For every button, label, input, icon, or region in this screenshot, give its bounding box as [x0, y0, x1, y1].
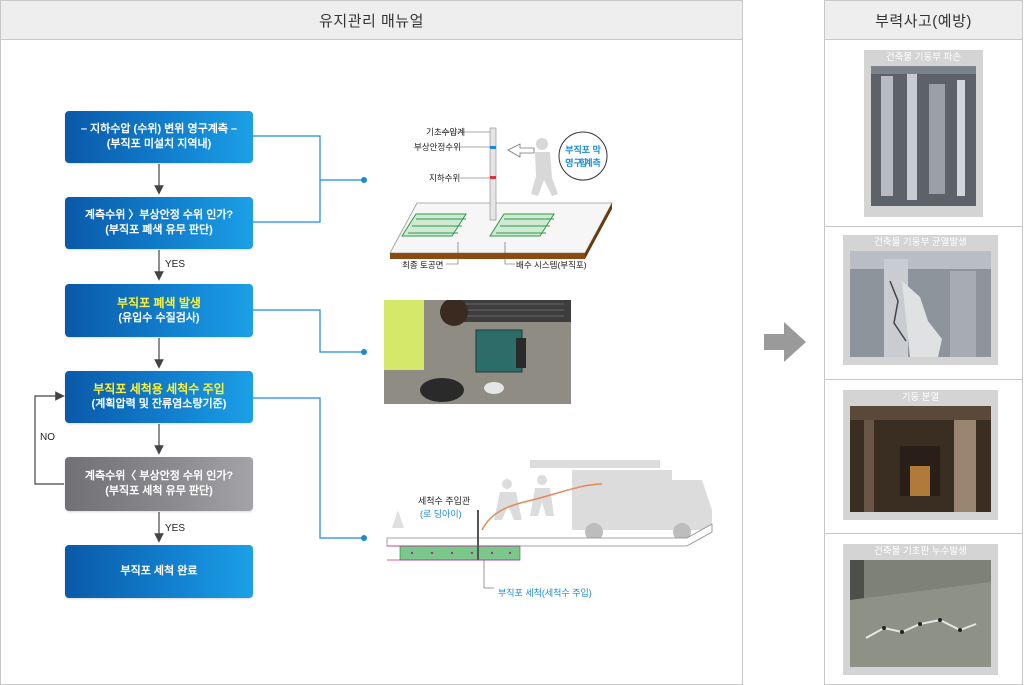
- injection-pipe-sublabel: (로 딩아이): [420, 509, 462, 519]
- fabric-wash-label: 부직포 세척(세척수 주입): [498, 588, 592, 598]
- yes-label-2: YES: [165, 523, 186, 534]
- side-divider-1: [824, 226, 1023, 227]
- side-card-caption-2: 건축물 기둥부 균열발생: [874, 237, 967, 248]
- drain-label: 배수 시스템(부직포): [516, 260, 587, 270]
- column-damage-photo: [871, 66, 976, 206]
- step3-title: 부직포 폐색 발생: [117, 295, 201, 310]
- side-card-caption-4: 건축물 기초판 누수발생: [874, 546, 967, 557]
- side-card-column-damage: 건축물 기둥부 파손: [864, 50, 983, 217]
- bubble-line2: 영구 계측: [565, 158, 601, 168]
- step2-title: 계측수위 〉부상안정 수위 인가?: [84, 209, 234, 221]
- side-panel-title: 부력사고(예방): [825, 1, 1022, 40]
- flow-step-groundwater-monitoring: – 지하수압 (수위) 변위 영구계측 – (부직포 미설치 지역내): [65, 111, 253, 163]
- flow-step-level-check: 계측수위 〉부상안정 수위 인가? (부직포 폐색 유무 판단): [65, 197, 253, 249]
- gauge-label: 기초수압계: [426, 127, 466, 137]
- step3-subtitle: (유입수 수질검사): [118, 311, 200, 324]
- side-divider-3: [824, 533, 1023, 534]
- flowchart-connectors: [34, 135, 367, 543]
- stable-level-label: 부상안정수위: [414, 142, 461, 152]
- flow-step-clogging: 부직포 폐색 발생 (유입수 수질검사): [65, 284, 253, 337]
- step1-title: – 지하수압 (수위) 변위 영구계측 –: [80, 123, 238, 135]
- step1-subtitle: (부직포 미설치 지역내): [106, 138, 212, 150]
- side-card-caption-3: 기둥 분열: [901, 392, 940, 403]
- main-panel-title: 유지관리 매뉴얼: [1, 1, 742, 40]
- groundwater-label: 지하수위: [429, 173, 461, 183]
- side-card-column-split: 기둥 분열: [843, 390, 998, 520]
- water-quality-test-photo: [384, 300, 571, 404]
- step4-subtitle: (계획압력 및 잔류염소량기준): [91, 398, 227, 410]
- column-crack-photo: [850, 251, 991, 357]
- bubble-line1: 부직포 막힘: [565, 145, 601, 168]
- step4-title: 부직포 세척용 세척수 주입: [93, 382, 225, 396]
- flow-step-wash-complete: 부직포 세척 완료: [65, 545, 253, 598]
- step6-title: 부직포 세척 완료: [120, 565, 198, 577]
- flow-step-wash-injection: 부직포 세척용 세척수 주입 (계획압력 및 잔류염소량기준): [65, 371, 253, 423]
- no-label: NO: [40, 432, 55, 443]
- step2-subtitle: (부직포 폐색 유무 판단): [105, 224, 213, 236]
- side-card-caption-1: 건축물 기둥부 파손: [885, 52, 962, 63]
- step5-subtitle: (부직포 세척 유무 판단): [105, 485, 213, 497]
- right-arrow-icon: [764, 322, 806, 362]
- surface-label: 최종 토공면: [402, 260, 444, 270]
- column-split-photo: [850, 406, 991, 512]
- flow-step-wash-check: 계측수위〈 부상안정 수위 인가? (부직포 세척 유무 판단): [65, 457, 253, 511]
- side-divider-2: [824, 379, 1023, 380]
- step5-title: 계측수위〈 부상안정 수위 인가?: [84, 470, 234, 482]
- yes-label-1: YES: [165, 259, 186, 270]
- side-card-foundation-leak: 건축물 기초판 누수발생: [843, 544, 998, 675]
- wash-injection-diagram: [386, 460, 713, 589]
- side-card-column-crack: 건축물 기둥부 균열발생: [843, 235, 998, 365]
- monitoring-diagram: [389, 127, 613, 265]
- foundation-leak-photo: [850, 560, 991, 667]
- injection-pipe-label: 세척수 주입관: [418, 496, 471, 506]
